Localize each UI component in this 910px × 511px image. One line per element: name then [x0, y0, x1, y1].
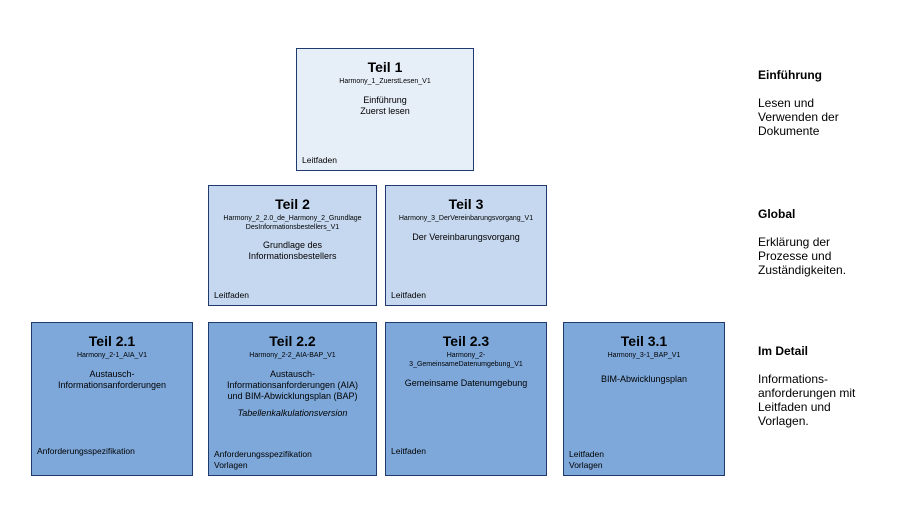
side-einfuehrung: Einführung Lesen und Verwenden der Dokum…: [758, 54, 839, 138]
box-footer: Leitfaden: [391, 446, 426, 456]
side-global: Global Erklärung der Prozesse und Zustän…: [758, 193, 846, 277]
teil-2-1-box: Teil 2.1 Harmony_2-1_AIA_V1 Austausch- I…: [31, 322, 193, 476]
side-text: Lesen und Verwenden der Dokumente: [758, 96, 839, 138]
box-filename: Harmony_2-1_AIA_V1: [76, 352, 148, 359]
box-filename: Harmony_1_ZuerstLesen_V1: [339, 78, 431, 85]
box-filename: Harmony_2_2.0_de_Harmony_2_Grundlage Des…: [223, 215, 362, 231]
box-filename: Harmony_2-2_AIA-BAP_V1: [249, 352, 336, 359]
teil-1-box: Teil 1 Harmony_1_ZuerstLesen_V1 Einführu…: [296, 48, 474, 171]
box-description: Austausch- Informationsanforderungen: [57, 369, 167, 390]
side-heading: Global: [758, 207, 796, 221]
box-description: Gemeinsame Datenumgebung: [404, 378, 528, 388]
box-footer: Leitfaden: [302, 155, 337, 165]
side-heading: Im Detail: [758, 344, 809, 358]
box-title: Teil 1: [367, 59, 403, 75]
box-description: Einführung Zuerst lesen: [360, 95, 410, 116]
box-description: BIM-Abwicklungsplan: [600, 374, 688, 384]
box-filename: Harmony_3_DerVereinbarungsvorgang_V1: [398, 215, 534, 222]
box-filename: Harmony_2-3_GemeinsameDatenumgebung_V1: [409, 352, 523, 368]
side-text: Erklärung der Prozesse und Zuständigkeit…: [758, 235, 847, 277]
box-footer: Leitfaden Vorlagen: [569, 449, 604, 470]
box-title: Teil 2.2: [269, 333, 316, 349]
teil-3-1-box: Teil 3.1 Harmony_3-1_BAP_V1 BIM-Abwicklu…: [563, 322, 725, 476]
box-title: Teil 3.1: [620, 333, 668, 349]
box-footer: Anforderungsspezifikation: [37, 446, 135, 456]
box-title: Teil 2: [275, 196, 310, 212]
box-title: Teil 3: [448, 196, 484, 212]
side-detail: Im Detail Informations- anforderungen mi…: [758, 330, 855, 428]
box-footer: Leitfaden: [391, 290, 426, 300]
box-title: Teil 2.3: [442, 333, 490, 349]
box-title: Teil 2.1: [88, 333, 136, 349]
box-description: Grundlage des Informationsbestellers: [248, 240, 337, 261]
side-heading: Einführung: [758, 68, 822, 82]
box-filename: Harmony_3-1_BAP_V1: [607, 352, 681, 359]
box-description: Austausch- Informationsanforderungen (AI…: [226, 369, 359, 401]
teil-3-box: Teil 3 Harmony_3_DerVereinbarungsvorgang…: [385, 185, 547, 306]
teil-2-box: Teil 2 Harmony_2_2.0_de_Harmony_2_Grundl…: [208, 185, 377, 306]
box-footer: Leitfaden: [214, 290, 249, 300]
box-note: Tabellenkalkulationsversion: [237, 408, 348, 418]
side-text: Informations- anforderungen mit Leitfade…: [758, 372, 856, 428]
box-description: Der Vereinbarungsvorgang: [412, 232, 520, 242]
box-footer: Anforderungsspezifikation Vorlagen: [214, 449, 312, 470]
teil-2-2-box: Teil 2.2 Harmony_2-2_AIA-BAP_V1 Austausc…: [208, 322, 377, 476]
teil-2-3-box: Teil 2.3 Harmony_2-3_GemeinsameDatenumge…: [385, 322, 547, 476]
